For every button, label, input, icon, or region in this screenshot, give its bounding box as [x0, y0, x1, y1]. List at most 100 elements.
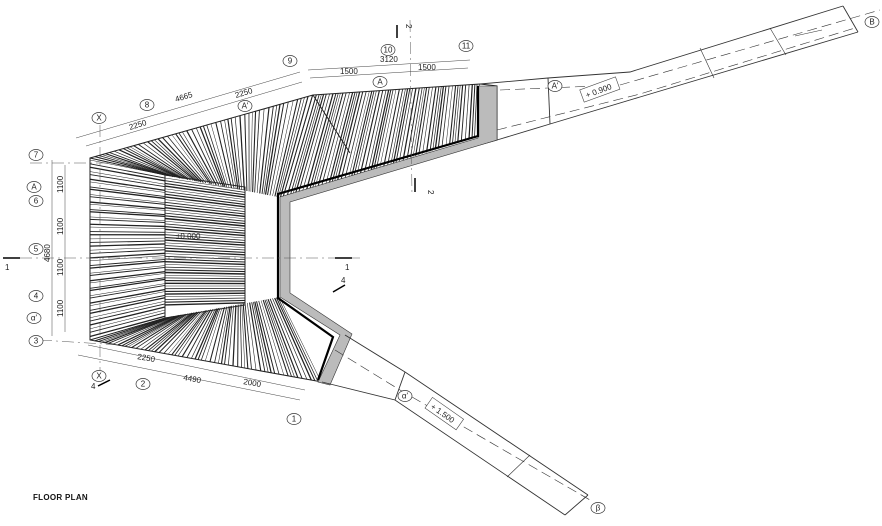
level-main: ±0.000	[176, 232, 201, 241]
hatch-line	[89, 243, 166, 247]
hatch-line	[164, 234, 246, 241]
hatch-line	[334, 92, 358, 182]
hatch-line	[127, 314, 184, 348]
hatch-line	[228, 305, 234, 366]
grid-bubble-label: A	[31, 183, 37, 192]
hatch-line	[244, 114, 248, 191]
hatch-line	[336, 91, 361, 181]
hatch-line	[164, 191, 246, 203]
hatch-line	[383, 89, 400, 167]
hatch-line	[241, 303, 246, 369]
hatch-line	[379, 89, 397, 168]
hatch-line	[89, 178, 166, 192]
hatch-line	[429, 86, 440, 152]
hatch-line	[256, 301, 276, 374]
hatch-line	[344, 91, 367, 179]
hatch-line	[454, 85, 461, 144]
hatch-line	[89, 309, 166, 330]
dim-left-2: 1100	[56, 217, 65, 235]
hatch-line	[89, 163, 166, 179]
hatch-line	[164, 215, 246, 225]
hatch-line	[191, 308, 216, 359]
hatch-line	[89, 265, 166, 274]
dim-left-3: 1100	[56, 258, 65, 276]
dim-right-total: 3120	[380, 55, 398, 64]
hatch-line	[364, 90, 384, 173]
hatch-line	[331, 92, 356, 183]
section-4-top: 4	[341, 276, 346, 285]
hatch-line	[118, 149, 181, 179]
grid-bubble-a-top: A	[372, 76, 388, 88]
hatch-line	[276, 297, 316, 381]
hatch-line	[164, 180, 246, 193]
hatch-line	[373, 89, 392, 170]
hatch-line	[164, 264, 246, 268]
hatch-line	[89, 223, 166, 228]
hatch-line	[266, 299, 295, 378]
hatch-line	[227, 118, 239, 190]
hatch-line	[468, 84, 473, 139]
hatch-line	[89, 209, 166, 216]
hatch-line	[164, 271, 246, 275]
grid-bubble-b-end: B	[864, 16, 880, 28]
hatch-line	[114, 150, 178, 178]
hatch-line	[164, 302, 246, 306]
hatch-line	[129, 146, 187, 180]
grid-bubble-g11: 11	[458, 40, 474, 52]
hatch-line	[432, 86, 442, 151]
hatch-line	[247, 302, 257, 371]
hatch-line	[451, 85, 459, 145]
hatch-line	[164, 212, 246, 222]
hatch-line	[98, 316, 170, 342]
hatch-line	[434, 86, 445, 150]
hatch-line	[200, 307, 221, 361]
hatch-line	[406, 87, 420, 159]
hatch-line	[109, 152, 176, 178]
hatch-line	[164, 258, 246, 263]
hatch-line	[89, 252, 166, 259]
hatch-line	[392, 88, 409, 163]
hatch-line	[244, 303, 252, 370]
hatch-line	[264, 104, 281, 195]
hatch-line	[177, 309, 209, 357]
hatch-line	[340, 91, 364, 180]
hatch-line	[267, 298, 299, 378]
hatch-line	[282, 95, 313, 199]
hatch-line	[250, 112, 253, 192]
stair-hatching	[89, 84, 480, 382]
hatch-line	[199, 126, 224, 187]
hatch-line	[89, 249, 166, 254]
hatch-line	[425, 86, 437, 153]
hatch-line	[317, 92, 344, 188]
hatch-line	[117, 314, 180, 346]
hatch-line	[147, 141, 196, 182]
hatch-line	[277, 297, 319, 382]
grid-bubble-label: X	[96, 372, 102, 381]
hatch-line	[312, 93, 339, 189]
hatch-line	[252, 111, 257, 193]
grid-bubble-label: A'	[552, 82, 559, 91]
grid-bubble-label: 6	[34, 197, 39, 206]
hatch-line	[224, 119, 237, 189]
hatch-line	[89, 306, 166, 326]
grid-bubble-a-prime-ramp: A'	[547, 80, 563, 92]
hatch-line	[148, 312, 195, 351]
hatch-line	[89, 218, 166, 223]
hatch-line	[294, 94, 325, 195]
hatch-line	[98, 155, 170, 177]
hatch-line	[89, 297, 166, 315]
hatch-line	[140, 313, 191, 350]
hatch-line	[252, 301, 269, 373]
hatch-line	[164, 226, 246, 234]
hatch-line	[164, 236, 246, 244]
hatch-line	[89, 203, 166, 211]
grid-bubble-label: A'	[242, 102, 249, 111]
hatch-line	[445, 85, 453, 147]
hatch-line	[164, 274, 246, 277]
hatch-line	[174, 310, 208, 356]
grid-bubble-label: 4	[34, 292, 39, 301]
dimension-lines	[51, 59, 471, 401]
grid-bubble-label: 8	[145, 101, 150, 110]
hatch-line	[276, 98, 302, 197]
